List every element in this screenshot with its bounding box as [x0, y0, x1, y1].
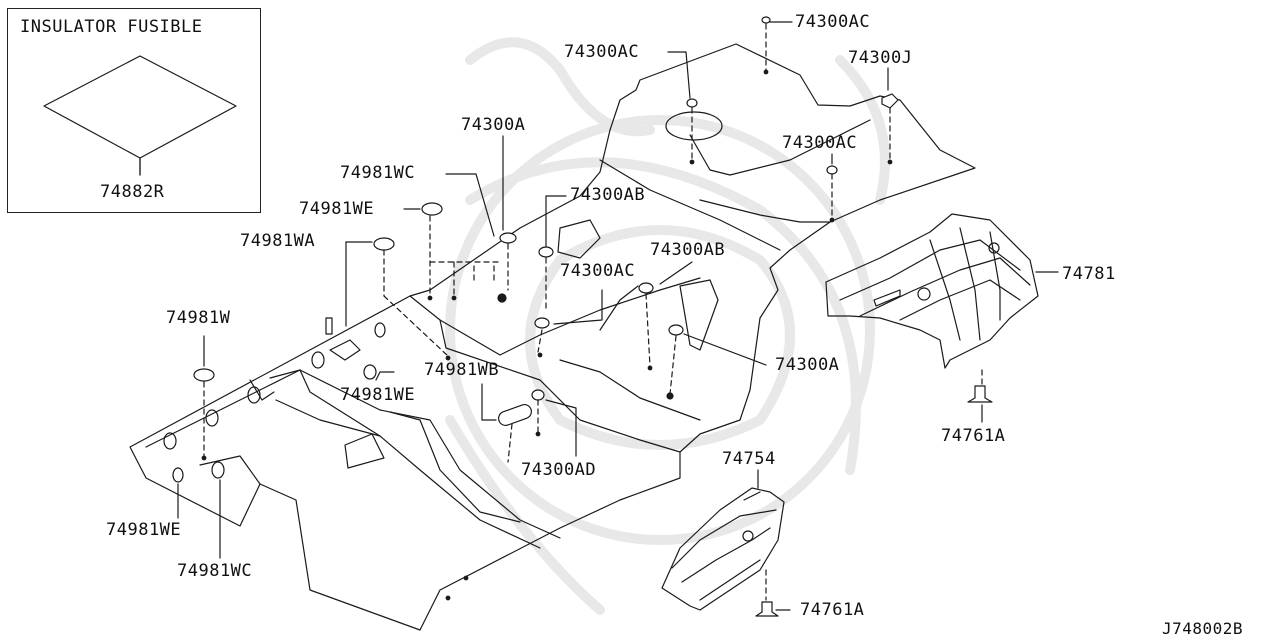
insulator-fusible-inset: INSULATOR FUSIBLE [7, 8, 261, 213]
callout-74300A-top: 74300A [461, 115, 526, 135]
insulator-sheet-shape [43, 55, 237, 176]
dashed-leader-lines [203, 23, 983, 601]
callout-74300AC-c: 74300AC [560, 261, 636, 281]
callout-74981W: 74981W [166, 308, 231, 328]
callout-74300AC-left: 74300AC [564, 42, 640, 62]
callout-74981WC-bottom: 74981WC [177, 561, 253, 581]
callout-74761A-bottom: 74761A [800, 600, 865, 620]
callout-74981WA: 74981WA [240, 231, 316, 251]
callout-74300AC-top: 74300AC [795, 12, 871, 32]
callout-74300J: 74300J [848, 48, 913, 68]
heat-insulator-rear [825, 213, 1039, 369]
callout-74882R: 74882R [100, 182, 165, 202]
callout-74981WB: 74981WB [424, 360, 500, 380]
callout-74300AD: 74300AD [521, 460, 597, 480]
callout-74761A-right: 74761A [941, 426, 1006, 446]
callout-74300AB-a: 74300AB [570, 185, 646, 205]
floor-panel [129, 43, 976, 631]
callout-74300AB-b: 74300AB [650, 240, 726, 260]
watermark-crest [445, 37, 890, 615]
figure-code: J748002B [1162, 619, 1244, 638]
inset-title: INSULATOR FUSIBLE [20, 17, 203, 37]
plug-grommets [172, 16, 993, 617]
panel-holes [201, 69, 893, 601]
callout-74981WC-top: 74981WC [340, 163, 416, 183]
callout-leaders [139, 21, 1059, 611]
callout-74781: 74781 [1062, 264, 1116, 284]
callout-74981WE-bottom: 74981WE [106, 520, 182, 540]
callout-74981WE-mid: 74981WE [340, 385, 416, 405]
callout-74300AC-mid: 74300AC [782, 133, 858, 153]
callout-74754: 74754 [722, 449, 776, 469]
callout-74981WE-top: 74981WE [299, 199, 375, 219]
heat-insulator-center [661, 487, 785, 611]
callout-74300A-right: 74300A [775, 355, 840, 375]
